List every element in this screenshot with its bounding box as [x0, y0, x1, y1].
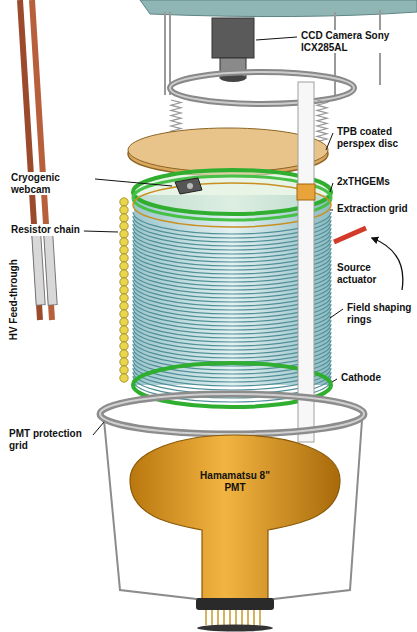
pmt [130, 435, 340, 632]
part-label: 2xTHGEMs [336, 176, 391, 188]
leader-line [84, 231, 118, 232]
pillar [298, 82, 314, 442]
part-label: CCD Camera Sony ICX285AL [300, 30, 392, 53]
part-label: PMT protection grid [8, 428, 90, 451]
leader-line [256, 37, 297, 40]
leader-line [332, 379, 337, 382]
mounting-ring [170, 72, 354, 104]
resistor-chain [120, 198, 128, 382]
leader-line [330, 183, 333, 192]
leader-line [93, 422, 104, 435]
part-label: Cathode [340, 372, 382, 384]
leader-line [95, 179, 172, 186]
part-label: TPB coated perspex disc [336, 126, 414, 149]
hv-cables [20, 0, 57, 320]
webcam [175, 178, 202, 194]
pmt-label: Hamamatsu 8" PMT [199, 470, 271, 494]
pmt-body: Hamamatsu 8" PMT [199, 470, 271, 494]
part-label: Resistor chain [10, 224, 81, 236]
part-label: Source actuator [336, 262, 398, 285]
support-wires [104, 420, 362, 600]
leader-line [326, 133, 333, 150]
part-label: HV Feed-through [8, 258, 20, 341]
pillar-band [297, 184, 315, 200]
part-label: Field shaping rings [346, 302, 414, 325]
part-label: Cryogenic webcam [10, 172, 92, 195]
part-label: Extraction grid [336, 203, 409, 215]
protection-grid [100, 394, 364, 434]
top-flange [140, 0, 417, 17]
source-actuator [334, 228, 366, 242]
leader-line [330, 210, 333, 211]
leader-line [330, 309, 343, 318]
